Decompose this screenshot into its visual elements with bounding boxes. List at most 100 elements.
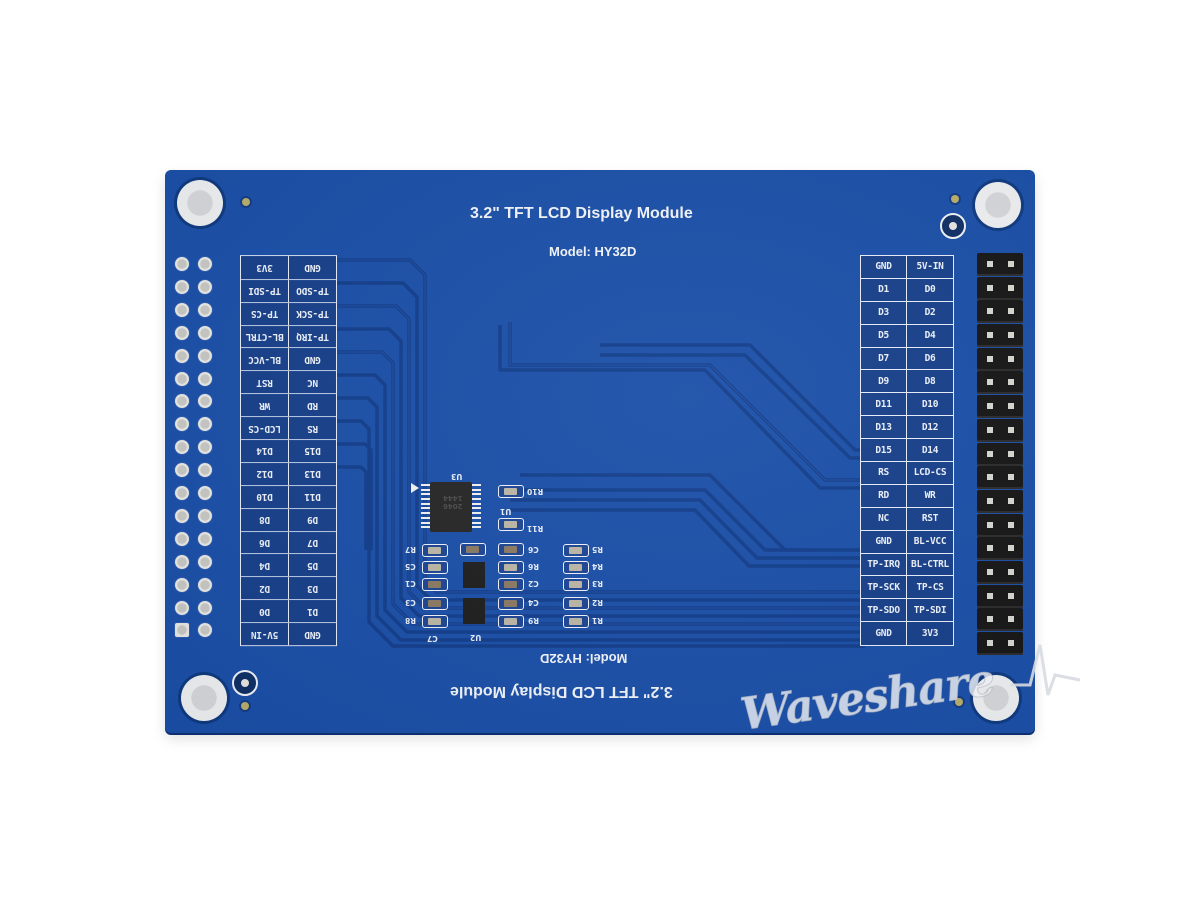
pin-label: GND [861,622,907,646]
pin-label: TP-SDI [241,279,289,302]
through-hole-pad [198,279,212,294]
through-hole-pad [175,577,189,592]
pin-label: BL-VCC [241,348,289,371]
board-title-bottom-inverted: 3.2" TFT LCD Display Module [450,683,673,700]
through-hole-pad [198,486,212,500]
capacitor-c6 [498,543,524,556]
pin-label: WR [907,484,953,507]
pin-label: D3 [288,577,336,600]
header-pin-pair [977,466,1023,490]
pin-label: D0 [241,600,289,623]
pin-label: D5 [861,324,907,347]
header-pin-pair [977,537,1023,561]
through-hole-pad [175,394,189,409]
pin-label: TP-SDO [288,279,336,302]
via-top-left [242,198,250,206]
header-pin-pair [977,442,1023,466]
through-hole-pad [175,623,189,638]
label-r1: R1 [592,616,603,625]
label-r7: R7 [405,545,416,554]
header-pin-pair [977,276,1023,300]
header-pin-pair [977,324,1023,348]
through-hole-pad [175,554,189,569]
through-hole-pad [198,417,212,432]
pin-label: TP-CS [907,576,953,599]
resistor-r2 [563,597,589,610]
header-pin-pair [977,418,1023,442]
through-hole-pad [175,508,189,523]
pin-label: D15 [288,440,336,463]
label-u3: U3 [451,472,463,481]
pin-label: D8 [241,508,289,531]
pin-label: 5V-IN [907,256,953,278]
pin-label: GND [288,256,336,279]
board-title-top: 3.2" TFT LCD Display Module [470,205,693,222]
pin-label: NC [288,371,336,394]
label-r10: R10 [527,487,544,496]
pin-label: D1 [861,278,907,301]
through-hole-pad [198,554,212,569]
through-hole-pad [198,348,212,363]
header-pin-pair [977,513,1023,537]
via-top-right [951,195,959,203]
through-hole-pad [175,417,189,432]
pin-label: TP-SCK [861,576,907,599]
through-hole-pad [175,302,189,317]
pin-label: GND [861,530,907,553]
pin-label: D0 [907,278,953,301]
pin-label: D1 [288,600,336,623]
through-hole-pad [175,348,189,363]
label-c7: C7 [427,634,438,643]
ic-u2 [463,598,485,624]
header-pin-pair [977,560,1023,584]
ic-u1 [463,562,485,588]
resistor-r9 [498,615,524,628]
pin-label: D3 [861,301,907,324]
pin-label: D11 [288,485,336,508]
pin-label: 3V3 [241,256,289,279]
pin-label: D6 [907,347,953,370]
pin-label: BL-CTRL [907,553,953,576]
through-hole-pad [175,257,189,271]
pin-label: D12 [241,463,289,485]
pin-label: LCD-CS [907,462,953,484]
mounting-hole-bottom-left [181,675,227,721]
pcb-board: 3.2" TFT LCD Display Module Model: HY32D… [165,170,1035,733]
through-hole-pad [198,623,212,638]
header-pin-pair [977,608,1023,632]
resistor-r10 [498,485,524,498]
label-u2: U2 [470,633,482,642]
capacitor-c2 [498,578,524,591]
label-u1: U1 [500,507,512,516]
pin-label: TP-SDI [907,599,953,622]
label-r8: R8 [405,616,416,625]
through-hole-pad [175,371,189,386]
resistor-r8 [422,615,448,628]
label-r3: R3 [592,579,603,588]
capacitor-c4 [498,597,524,610]
pin-label: D13 [288,463,336,485]
capacitor-c3 [422,597,448,610]
resistor-r6 [498,561,524,574]
resistor-r5 [563,544,589,557]
pin-label: GND [288,348,336,371]
